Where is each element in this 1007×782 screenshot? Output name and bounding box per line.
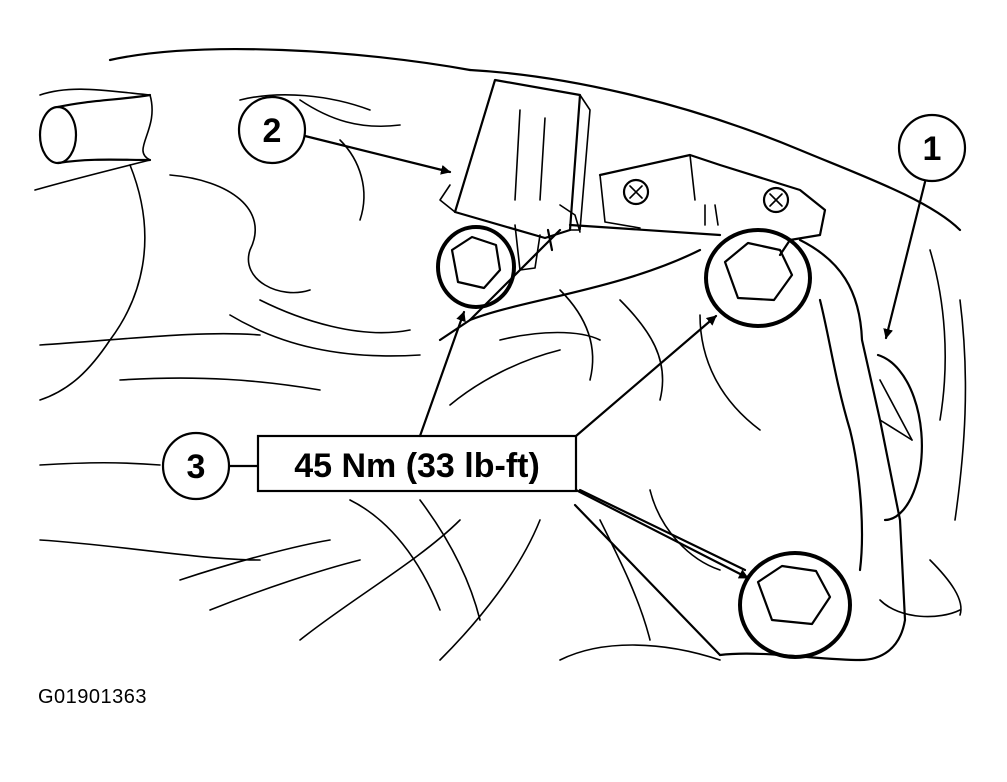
callout-2-leader <box>303 134 452 175</box>
sensor-connector <box>439 78 591 271</box>
bolt-left <box>436 225 516 309</box>
torque-leaders <box>418 310 750 580</box>
component-1 <box>876 353 923 522</box>
torque-label-box: 45 Nm (33 lb-ft) <box>256 434 578 493</box>
bolt-lower-right <box>738 551 852 659</box>
leader-to-bolt-left <box>418 310 466 438</box>
engine-outline <box>34 48 967 661</box>
callout-3: 3 <box>161 431 260 501</box>
torque-label: 45 Nm (33 lb-ft) <box>294 447 540 485</box>
callout-1: 1 <box>883 113 967 340</box>
bolt-upper-right <box>704 228 812 328</box>
callout-2: 2 <box>237 95 452 175</box>
callout-3-label: 3 <box>187 448 206 486</box>
bracket-plate <box>568 153 827 257</box>
leader-to-bolt-lower-right <box>574 488 750 580</box>
hose <box>38 93 152 165</box>
leader-to-bolt-upper-right <box>574 314 718 438</box>
callout-1-leader <box>883 180 927 340</box>
callout-1-label: 1 <box>923 130 942 168</box>
callout-2-label: 2 <box>263 112 282 150</box>
figure-id: G01901363 <box>38 686 148 708</box>
